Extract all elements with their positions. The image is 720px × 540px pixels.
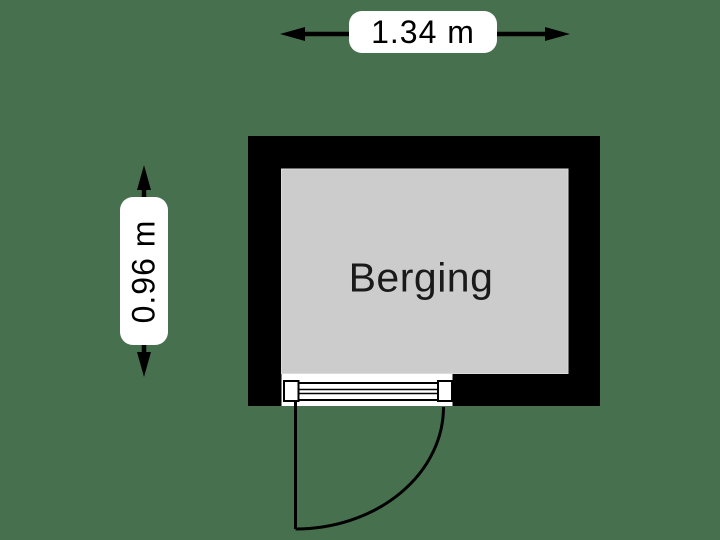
width-dim-arrowhead-right-icon [545, 27, 570, 41]
door-jamb-left [283, 380, 300, 402]
width-dim-arrowhead-left-icon [280, 27, 305, 41]
room-floor [281, 168, 569, 374]
width-dimension-label: 1.34 m [349, 11, 497, 53]
height-dim-arrowhead-top-icon [137, 165, 151, 190]
door-jamb-right [437, 380, 453, 402]
door-threshold [298, 382, 438, 401]
height-dim-arrowhead-bottom-icon [137, 352, 151, 377]
door-swing-arc [295, 406, 445, 531]
height-dimension-label: 0.96 m [120, 197, 168, 345]
room-name-label: Berging [348, 254, 494, 301]
height-dimension-label-text: 0.96 m [125, 219, 162, 323]
